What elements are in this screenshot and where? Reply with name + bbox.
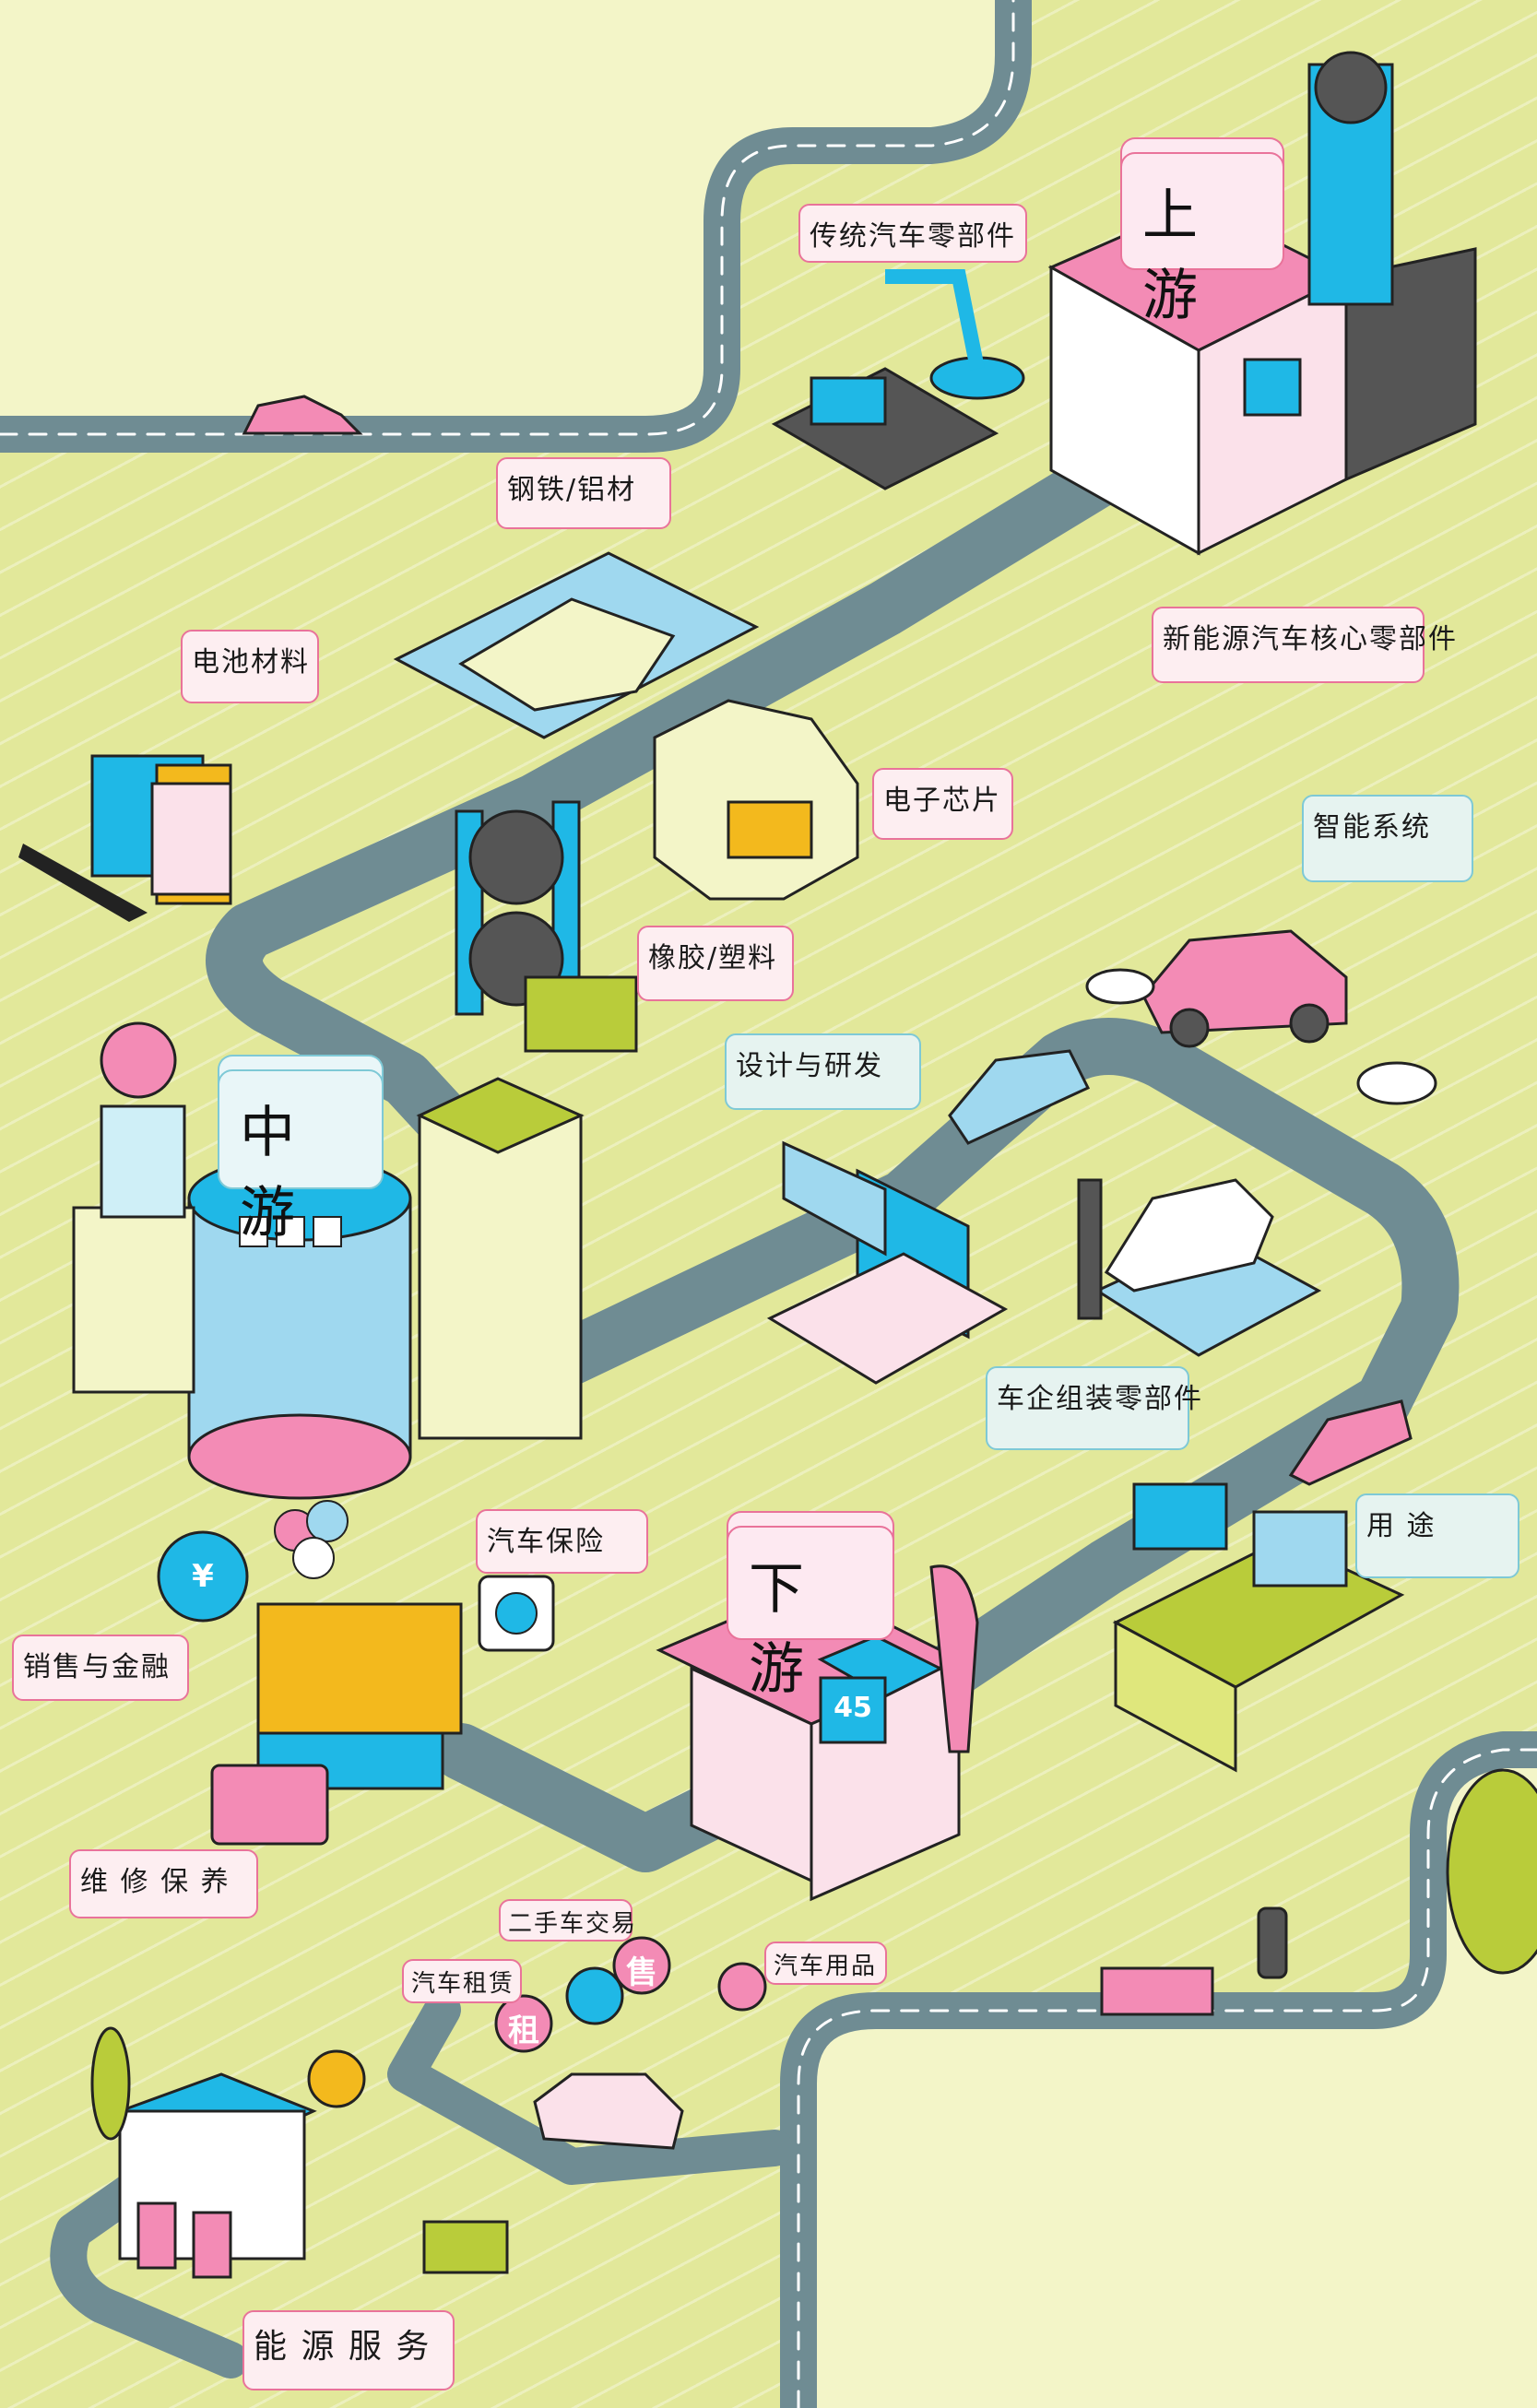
label-oem-assembly: 车企组装零部件 — [986, 1366, 1201, 1450]
tree — [90, 2026, 131, 2141]
upstream-factory — [1047, 51, 1477, 556]
number-sign: 45 — [834, 1692, 872, 1724]
energy-station — [116, 2049, 509, 2279]
label-traditional-parts: 传统汽车零部件 — [798, 204, 1027, 263]
design-station — [766, 1140, 1009, 1385]
yuan-sign: ¥ — [192, 1558, 214, 1595]
label-energy-service: 能 源 服 务 — [242, 2310, 455, 2390]
label-used-car: 二手车交易 — [499, 1899, 635, 1942]
label-maintenance: 维 修 保 养 — [69, 1849, 258, 1918]
bottom-right-field — [798, 1750, 1537, 2408]
chip-dome — [653, 699, 859, 901]
main-road — [206, 423, 1460, 1872]
label-sales-finance: 销售与金融 — [12, 1635, 189, 1701]
assembly-line — [1077, 1178, 1322, 1357]
parts-robot — [771, 269, 1025, 490]
traffic-light — [1257, 1906, 1288, 1979]
section-upstream: 上 游 — [1120, 152, 1284, 328]
smart-car — [1085, 929, 1437, 1105]
label-rubber-plastic: 橡胶/塑料 — [637, 926, 794, 1001]
rent-sign: 租 — [508, 2013, 539, 2049]
sell-sign: 售 — [626, 1954, 657, 1991]
lower-road — [50, 1991, 793, 2378]
tree — [1446, 1768, 1537, 1975]
label-steel-aluminum: 钢铁/铝材 — [496, 457, 671, 529]
sales-shop — [157, 1500, 555, 1846]
section-midstream: 中 游 — [218, 1069, 384, 1245]
top-left-field — [0, 0, 1013, 434]
battery-materials — [18, 754, 232, 922]
label-battery-materials: 电池材料 — [181, 630, 319, 703]
label-accessories: 汽车用品 — [764, 1942, 887, 1985]
section-downstream: 下 游 — [727, 1526, 894, 1702]
label-design-rd: 设计与研发 — [725, 1033, 921, 1110]
cars — [242, 395, 1413, 2016]
label-insurance: 汽车保险 — [476, 1509, 648, 1574]
usage-display — [1112, 1482, 1405, 1773]
label-usage: 用 途 — [1355, 1493, 1519, 1578]
label-nev-core-parts: 新能源汽车核心零部件 — [1152, 607, 1456, 683]
label-smart-systems: 智能系统 — [1302, 795, 1473, 882]
market — [494, 1936, 767, 2150]
car-shell — [458, 597, 676, 712]
label-electronic-chips: 电子芯片 — [872, 768, 1013, 840]
label-rental: 汽车租赁 — [402, 1959, 522, 2003]
tire-machine — [455, 800, 638, 1053]
